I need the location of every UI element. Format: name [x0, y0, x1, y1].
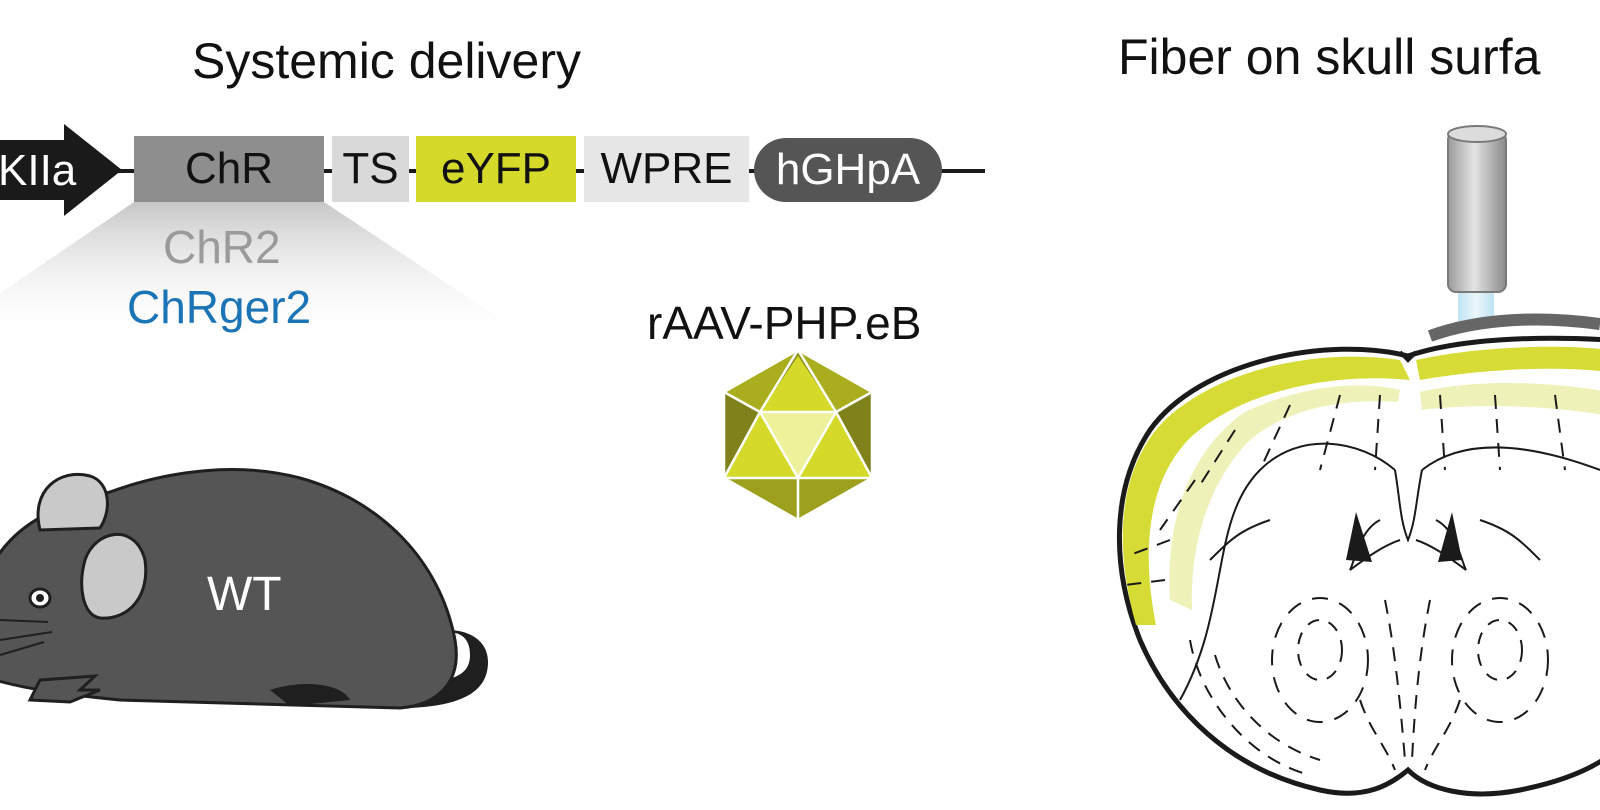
variant-chrger2: ChRger2: [127, 281, 312, 333]
variant-chr2: ChR2: [163, 221, 281, 273]
mouse-illustration: [0, 468, 488, 710]
mouse-body: [0, 468, 458, 710]
capsid-icon: [722, 348, 874, 522]
reporter-box: eYFP: [416, 136, 576, 202]
ventricle-left: [1346, 512, 1372, 562]
vector-label: rAAV-PHP.eB: [647, 297, 922, 349]
projection-wedge: [0, 202, 540, 345]
mouse-ear: [80, 532, 148, 620]
polya-pill: hGHpA: [754, 138, 942, 202]
mouse-genotype-label: WT: [207, 568, 282, 621]
title-fiber-on-skull: Fiber on skull surfa: [1118, 29, 1541, 85]
cortex-expression-right: [1416, 346, 1600, 380]
title-systemic-delivery: Systemic delivery: [192, 33, 581, 89]
fiber-optic-icon: [1427, 125, 1600, 342]
skull-arc: [1427, 313, 1600, 342]
mouse-back-paw: [270, 684, 350, 706]
brain-outline: [1117, 335, 1600, 797]
wpre-box: WPRE: [584, 136, 749, 202]
opsin-box: ChR: [134, 136, 324, 202]
promoter-label: KIIa: [0, 146, 77, 195]
ventricle-right: [1438, 512, 1462, 562]
mouse-ear-back: [36, 473, 109, 532]
ts-box: TS: [332, 136, 409, 202]
brain-section: [1117, 335, 1600, 797]
cortex-expression: [1122, 356, 1410, 625]
mouse-front-paw: [27, 674, 101, 704]
promoter-arrow: [0, 124, 122, 216]
striatum-expression: [1169, 385, 1400, 610]
